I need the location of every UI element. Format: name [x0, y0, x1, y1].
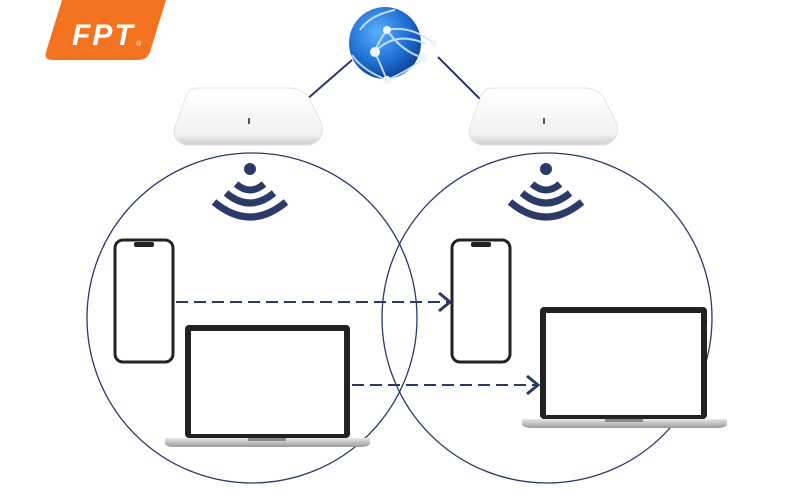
wifi-signal-icon	[507, 163, 585, 221]
access-point-icon	[173, 87, 323, 146]
laptop-icon	[165, 325, 370, 447]
link-left	[305, 59, 353, 101]
coverage-circle-left	[86, 152, 418, 484]
svg-text:®: ®	[136, 40, 142, 48]
globe-network-icon	[349, 7, 437, 84]
fpt-logo: FPT ®	[45, 0, 166, 60]
svg-text:FPT: FPT	[72, 19, 135, 52]
laptop-icon	[522, 307, 727, 428]
smartphone-icon	[113, 238, 175, 364]
link-right	[437, 56, 486, 105]
coverage-circle-right	[381, 152, 713, 484]
wifi-signal-icon	[211, 163, 289, 221]
access-point-icon	[468, 87, 618, 146]
smartphone-icon	[450, 238, 512, 364]
